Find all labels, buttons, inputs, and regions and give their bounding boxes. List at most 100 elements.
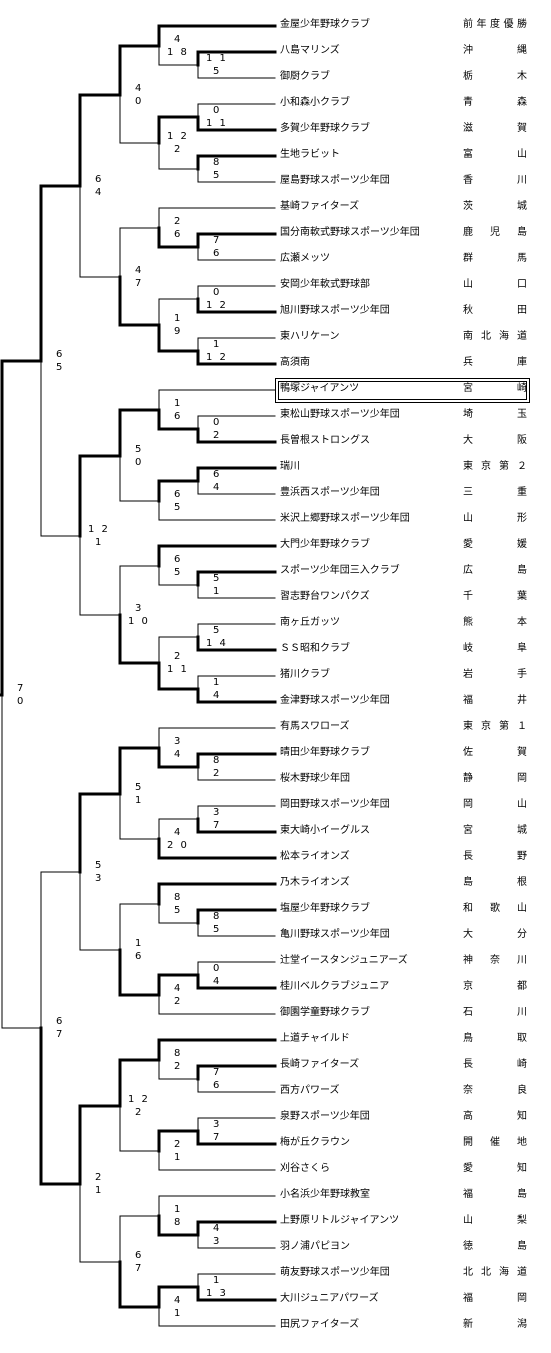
- team-name: 小和森小クラブ: [280, 97, 350, 108]
- team-name: 広瀬メッツ: [280, 253, 330, 264]
- match-score-top: 6: [174, 554, 183, 565]
- match-score-bottom: 1 2: [206, 300, 228, 311]
- match-score-bottom: 3: [213, 1236, 222, 1247]
- team-name: 屋島野球スポーツ少年団: [280, 175, 390, 186]
- match-score-bottom: 7: [213, 1132, 222, 1143]
- team-name: 晴田少年野球クラブ: [280, 747, 370, 758]
- team-prefecture: 新潟: [463, 1319, 527, 1330]
- team-name: 習志野台ワンパクズ: [280, 591, 370, 602]
- team-prefecture: 福島: [463, 1189, 527, 1200]
- match-score-top: 2: [95, 1172, 104, 1183]
- team-prefecture: 香川: [463, 175, 527, 186]
- match-score-bottom: 1: [135, 795, 144, 806]
- match-score-top: 4: [135, 265, 144, 276]
- match-score-top: 7: [213, 235, 222, 246]
- match-score-top: 0: [213, 105, 222, 116]
- team-prefecture: 北北海道: [463, 1267, 527, 1278]
- team-name: 南ヶ丘ガッツ: [280, 617, 340, 628]
- match-score-top: 8: [213, 755, 222, 766]
- match-score-bottom: 6: [135, 951, 144, 962]
- match-score-bottom: 2: [135, 1107, 144, 1118]
- team-prefecture: 千葉: [463, 591, 527, 602]
- match-score-bottom: 5: [213, 170, 222, 181]
- match-score-top: 4: [174, 983, 183, 994]
- team-name: 桂川ベルクラブジュニア: [280, 981, 390, 992]
- match-score-top: 0: [213, 287, 222, 298]
- match-score-bottom: 2 0: [167, 840, 189, 851]
- team-name: 鴨塚ジャイアンツ: [280, 383, 360, 394]
- match-score-bottom: 2: [174, 1061, 183, 1072]
- team-name: 国分南軟式野球スポーツ少年団: [280, 227, 420, 238]
- team-prefecture: 島根: [463, 877, 527, 888]
- team-name: 多賀少年野球クラブ: [280, 123, 370, 134]
- team-prefecture: 山口: [463, 279, 527, 290]
- match-score-top: 4: [135, 83, 144, 94]
- team-prefecture: 沖縄: [463, 45, 527, 56]
- match-score-top: 6: [213, 469, 222, 480]
- match-score-top: 1 1: [206, 53, 228, 64]
- match-score-top: 7: [17, 683, 26, 694]
- team-prefecture: 東京第２: [463, 461, 527, 472]
- match-score-top: 2: [174, 1139, 183, 1150]
- team-name: ＳＳ昭和クラブ: [280, 643, 350, 654]
- team-prefecture: 群馬: [463, 253, 527, 264]
- team-prefecture: 愛媛: [463, 539, 527, 550]
- match-score-top: 5: [135, 444, 144, 455]
- match-score-top: 1: [174, 313, 183, 324]
- team-prefecture: 埼玉: [463, 409, 527, 420]
- team-prefecture: 福岡: [463, 1293, 527, 1304]
- team-prefecture: 南北海道: [463, 331, 527, 342]
- team-prefecture: 愛知: [463, 1163, 527, 1174]
- match-score-bottom: 2: [174, 144, 183, 155]
- team-name: 東松山野球スポーツ少年団: [280, 409, 400, 420]
- team-prefecture: 石川: [463, 1007, 527, 1018]
- match-score-top: 1: [174, 398, 183, 409]
- team-name: 塩屋少年野球クラブ: [280, 903, 370, 914]
- team-name: 乃木ライオンズ: [280, 877, 350, 888]
- match-score-bottom: 3: [95, 873, 104, 884]
- team-name: 桜木野球少年団: [280, 773, 350, 784]
- team-name: 金屋少年野球クラブ: [280, 19, 370, 30]
- team-name: 安岡少年軟式野球部: [280, 279, 370, 290]
- match-score-bottom: 5: [174, 502, 183, 513]
- match-score-top: 5: [213, 625, 222, 636]
- team-name: 小名浜少年野球教室: [280, 1189, 370, 1200]
- match-score-top: 4: [213, 1223, 222, 1234]
- match-score-bottom: 1 1: [206, 118, 228, 129]
- team-name: 猪川クラブ: [280, 669, 330, 680]
- team-prefecture: 鳥取: [463, 1033, 527, 1044]
- team-name: 旭川野球スポーツ少年団: [280, 305, 390, 316]
- match-score-top: 5: [135, 782, 144, 793]
- team-name: 大門少年野球クラブ: [280, 539, 370, 550]
- team-prefecture: 奈良: [463, 1085, 527, 1096]
- team-prefecture: 宮崎: [463, 383, 527, 394]
- team-prefecture: 福井: [463, 695, 527, 706]
- team-name: 米沢上郷野球スポーツ少年団: [280, 513, 410, 524]
- team-name: 泉野スポーツ少年団: [280, 1111, 370, 1122]
- team-prefecture: 東京第１: [463, 721, 527, 732]
- match-score-bottom: 5: [174, 567, 183, 578]
- match-score-bottom: 1 2: [206, 352, 228, 363]
- team-prefecture: 青森: [463, 97, 527, 108]
- match-score-top: 4: [174, 34, 183, 45]
- team-prefecture: 岡山: [463, 799, 527, 810]
- match-score-bottom: 7: [56, 1029, 65, 1040]
- team-prefecture: 三重: [463, 487, 527, 498]
- team-name: 松本ライオンズ: [280, 851, 350, 862]
- match-score-bottom: 5: [213, 66, 222, 77]
- team-prefecture: 京都: [463, 981, 527, 992]
- team-prefecture: 佐賀: [463, 747, 527, 758]
- match-score-bottom: 1 3: [206, 1288, 228, 1299]
- team-name: 長曽根ストロングス: [280, 435, 370, 446]
- match-score-top: 6: [95, 174, 104, 185]
- match-score-bottom: 1: [174, 1308, 183, 1319]
- match-score-bottom: 5: [56, 362, 65, 373]
- team-prefecture: 静岡: [463, 773, 527, 784]
- match-score-bottom: 1 4: [206, 638, 228, 649]
- team-name: 金津野球スポーツ少年団: [280, 695, 390, 706]
- team-name: 長崎ファイターズ: [280, 1059, 360, 1070]
- team-name: 西方パワーズ: [280, 1085, 340, 1096]
- match-score-top: 3: [174, 736, 183, 747]
- match-score-top: 5: [213, 573, 222, 584]
